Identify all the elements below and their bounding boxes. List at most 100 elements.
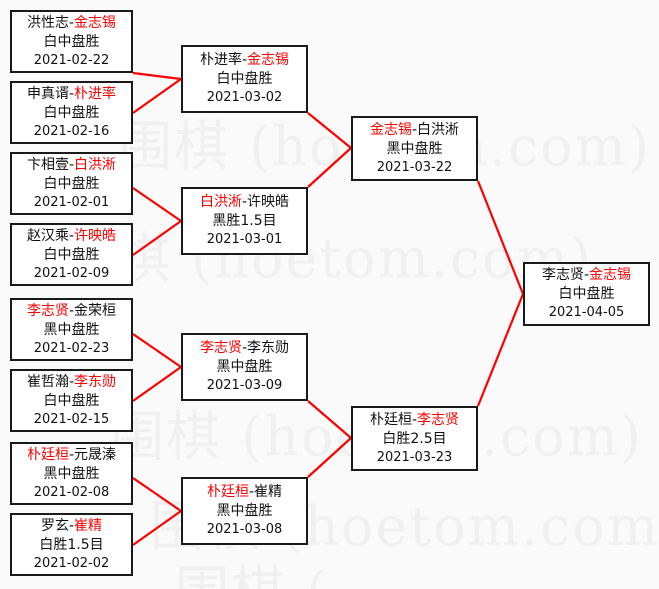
match-result: 黑中盘胜 bbox=[43, 465, 100, 482]
match-box[interactable]: 李志贤-金荣桓黑中盘胜 2021-02-23 bbox=[10, 298, 133, 361]
match-date: 2021-03-09 bbox=[206, 378, 283, 393]
match-date: 2021-02-23 bbox=[33, 340, 110, 356]
player-right: 许映皓 bbox=[247, 194, 290, 210]
match-result: 白中盘胜 bbox=[43, 392, 100, 409]
match-date: 2021-02-16 bbox=[33, 123, 110, 139]
bracket-connector-line bbox=[132, 510, 182, 546]
match-date: 2021-02-08 bbox=[33, 484, 110, 500]
player-right: 李东勋 bbox=[247, 340, 290, 356]
match-date: 2021-02-02 bbox=[33, 555, 110, 571]
bracket-connector-line bbox=[132, 187, 182, 222]
match-players: 李志贤-金荣桓 bbox=[27, 302, 116, 321]
match-result: 白中盘胜 bbox=[558, 286, 615, 302]
player-left: 金志锡 bbox=[369, 121, 412, 138]
player-separator: - bbox=[583, 267, 590, 283]
player-left: 罗玄 bbox=[40, 517, 69, 534]
player-right: 许映皓 bbox=[74, 227, 117, 244]
match-date: 2021-03-08 bbox=[206, 522, 283, 537]
player-left: 朴廷桓 bbox=[206, 484, 249, 500]
bracket-connector-line bbox=[132, 366, 182, 402]
match-result: 白中盘胜 bbox=[43, 104, 100, 121]
match-result: 黑中盘胜 bbox=[216, 503, 273, 519]
match-result: 白中盘胜 bbox=[43, 246, 100, 263]
match-date: 2021-03-01 bbox=[206, 232, 283, 247]
match-players: 朴廷桓-崔精 bbox=[207, 483, 282, 502]
match-result: 白胜1.5目 bbox=[39, 536, 104, 553]
player-left: 洪性志 bbox=[26, 14, 69, 31]
player-right: 李东勋 bbox=[74, 373, 117, 390]
match-players: 洪性志-金志锡 bbox=[27, 14, 116, 33]
player-right: 金志锡 bbox=[247, 52, 290, 68]
player-left: 白洪淅 bbox=[199, 194, 242, 210]
match-date: 2021-02-09 bbox=[33, 265, 110, 281]
player-separator: - bbox=[68, 517, 75, 534]
match-players: 罗玄-崔精 bbox=[41, 517, 102, 536]
player-right: 金志锡 bbox=[589, 267, 632, 283]
player-separator: - bbox=[68, 227, 75, 244]
player-separator: - bbox=[241, 52, 248, 68]
bracket-connector-line bbox=[476, 180, 525, 295]
bracket-connector-line bbox=[132, 477, 182, 512]
bracket-connector-line bbox=[307, 112, 352, 149]
bracket-connector-line bbox=[132, 333, 182, 368]
player-left: 朴廷桓 bbox=[26, 446, 69, 463]
bracket-connector-line bbox=[307, 147, 352, 188]
player-right: 白洪淅 bbox=[74, 156, 117, 173]
match-result: 黑中盘胜 bbox=[216, 359, 273, 375]
player-separator: - bbox=[411, 121, 418, 138]
player-left: 李志贤 bbox=[26, 302, 69, 319]
player-separator: - bbox=[68, 373, 75, 390]
match-players: 李志贤-金志锡 bbox=[542, 266, 631, 285]
player-right: 朴进率 bbox=[74, 85, 117, 102]
player-right: 元晟溱 bbox=[74, 446, 117, 463]
player-separator: - bbox=[241, 340, 248, 356]
match-result: 黑中盘胜 bbox=[386, 140, 443, 157]
match-result: 白中盘胜 bbox=[43, 175, 100, 192]
bracket-connector-line bbox=[307, 437, 352, 478]
player-separator: - bbox=[68, 156, 75, 173]
match-players: 朴廷桓-元晟溱 bbox=[27, 446, 116, 465]
player-separator: - bbox=[68, 14, 75, 31]
bracket-connector-line bbox=[132, 71, 182, 81]
match-players: 赵汉乘-许映皓 bbox=[27, 227, 116, 246]
player-right: 白洪淅 bbox=[417, 121, 460, 138]
player-left: 赵汉乘 bbox=[26, 227, 69, 244]
player-right: 金荣桓 bbox=[74, 302, 117, 319]
player-right: 崔精 bbox=[254, 484, 283, 500]
match-result: 黑中盘胜 bbox=[43, 321, 100, 338]
watermark-text: 围棋 ( bbox=[175, 565, 329, 589]
match-date: 2021-03-02 bbox=[206, 90, 283, 105]
player-separator: - bbox=[248, 484, 255, 500]
player-separator: - bbox=[68, 85, 75, 102]
match-box[interactable]: 罗玄-崔精白胜1.5目 2021-02-02 bbox=[10, 513, 133, 576]
match-date: 2021-02-01 bbox=[33, 194, 110, 210]
bracket-connector-line bbox=[132, 78, 182, 114]
match-players: 朴进率-金志锡 bbox=[200, 51, 289, 70]
watermark-text: 围棋 (hoetom.com) bbox=[60, 227, 594, 290]
match-date: 2021-03-22 bbox=[376, 159, 453, 175]
match-result: 黑胜1.5目 bbox=[212, 213, 277, 229]
player-separator: - bbox=[68, 446, 75, 463]
match-players: 申真谞-朴进率 bbox=[27, 85, 116, 104]
match-date: 2021-03-23 bbox=[376, 449, 453, 465]
bracket-connector-line bbox=[476, 293, 525, 407]
bracket-connector-line bbox=[132, 220, 182, 256]
player-left: 李志贤 bbox=[541, 267, 584, 283]
match-date: 2021-02-22 bbox=[33, 52, 110, 68]
player-separator: - bbox=[411, 411, 418, 428]
match-players: 金志锡-白洪淅 bbox=[370, 121, 459, 140]
player-left: 申真谞 bbox=[26, 85, 69, 102]
